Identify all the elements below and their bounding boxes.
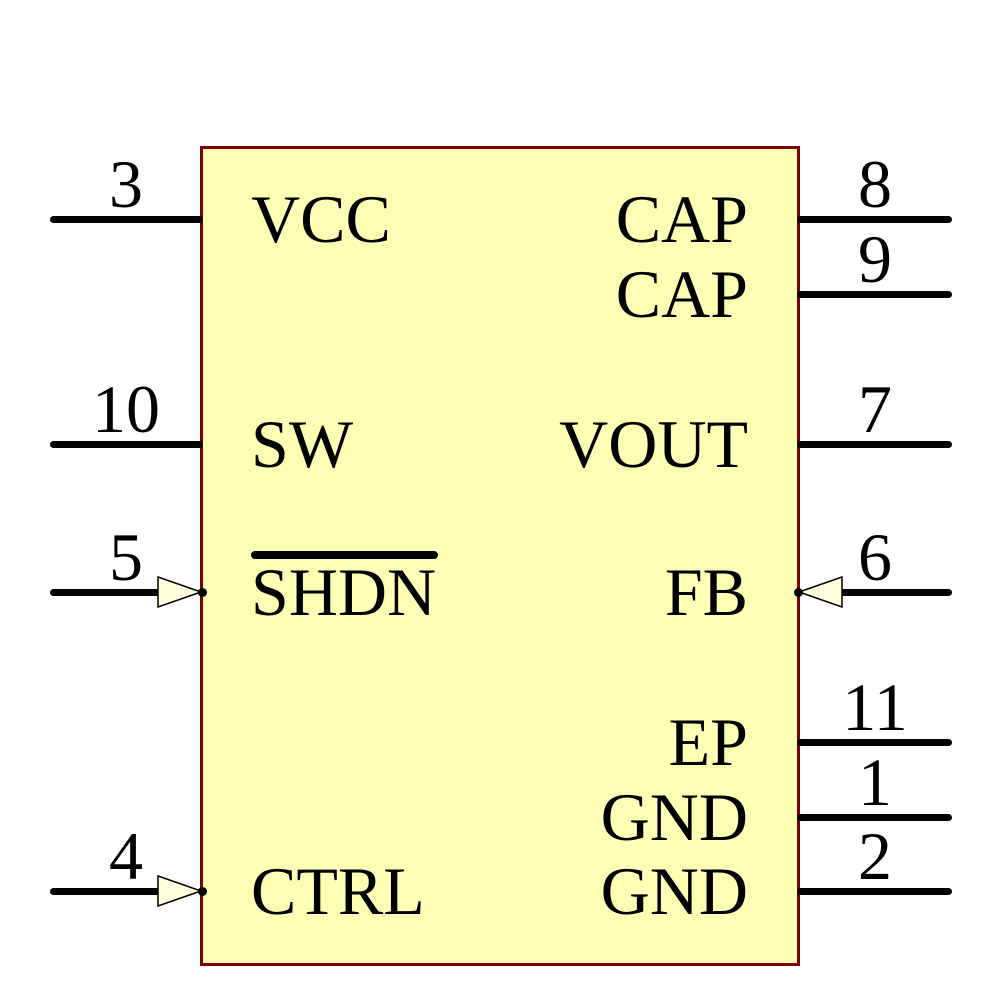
pin-sw-number: 10: [92, 371, 160, 447]
pin-fb-label: FB: [664, 554, 748, 630]
pin-shdn-number: 5: [109, 519, 143, 595]
pin-ctrl-tip-dot: [198, 887, 207, 896]
pin-ctrl-label: CTRL: [251, 853, 425, 929]
pin-gnd1-wire[interactable]: [797, 814, 952, 821]
pin-shdn-label: SHDN: [251, 554, 437, 630]
pin-ep-number: 11: [842, 669, 908, 745]
pin-ctrl-number: 4: [109, 818, 143, 894]
pin-cap2-label: CAP: [615, 256, 748, 332]
pin-ep-label: EP: [668, 704, 748, 780]
pin-cap2-number: 9: [858, 221, 892, 297]
pin-fb-wire[interactable]: [840, 589, 952, 596]
pin-vout-wire[interactable]: [797, 441, 952, 448]
shdn-overline: [251, 551, 438, 559]
pin-shdn-tip-dot: [198, 588, 207, 597]
pin-cap2-wire[interactable]: [797, 291, 952, 298]
input-arrow-icon: [157, 875, 203, 907]
input-arrow-icon: [157, 576, 203, 608]
pin-sw-wire[interactable]: [50, 441, 203, 448]
pin-gnd1-label: GND: [600, 779, 748, 855]
pin-shdn-wire[interactable]: [50, 589, 160, 596]
pin-vcc-wire[interactable]: [50, 216, 203, 223]
pin-vcc-label: VCC: [251, 181, 391, 257]
pin-ep-wire[interactable]: [797, 739, 952, 746]
pin-cap1-label: CAP: [615, 181, 748, 257]
pin-vout-label: VOUT: [559, 406, 748, 482]
pin-fb-tip-dot: [794, 588, 803, 597]
pin-ctrl-wire[interactable]: [50, 888, 160, 895]
pin-gnd2-wire[interactable]: [797, 888, 952, 895]
pin-sw-label: SW: [251, 406, 353, 482]
pin-gnd2-number: 2: [858, 818, 892, 894]
pin-vout-number: 7: [858, 371, 892, 447]
input-arrow-icon: [797, 576, 843, 608]
pin-fb-number: 6: [858, 519, 892, 595]
pin-gnd1-number: 1: [858, 744, 892, 820]
pin-cap1-wire[interactable]: [797, 216, 952, 223]
pin-vcc-number: 3: [109, 146, 143, 222]
pin-gnd2-label: GND: [600, 853, 748, 929]
pin-cap1-number: 8: [858, 146, 892, 222]
